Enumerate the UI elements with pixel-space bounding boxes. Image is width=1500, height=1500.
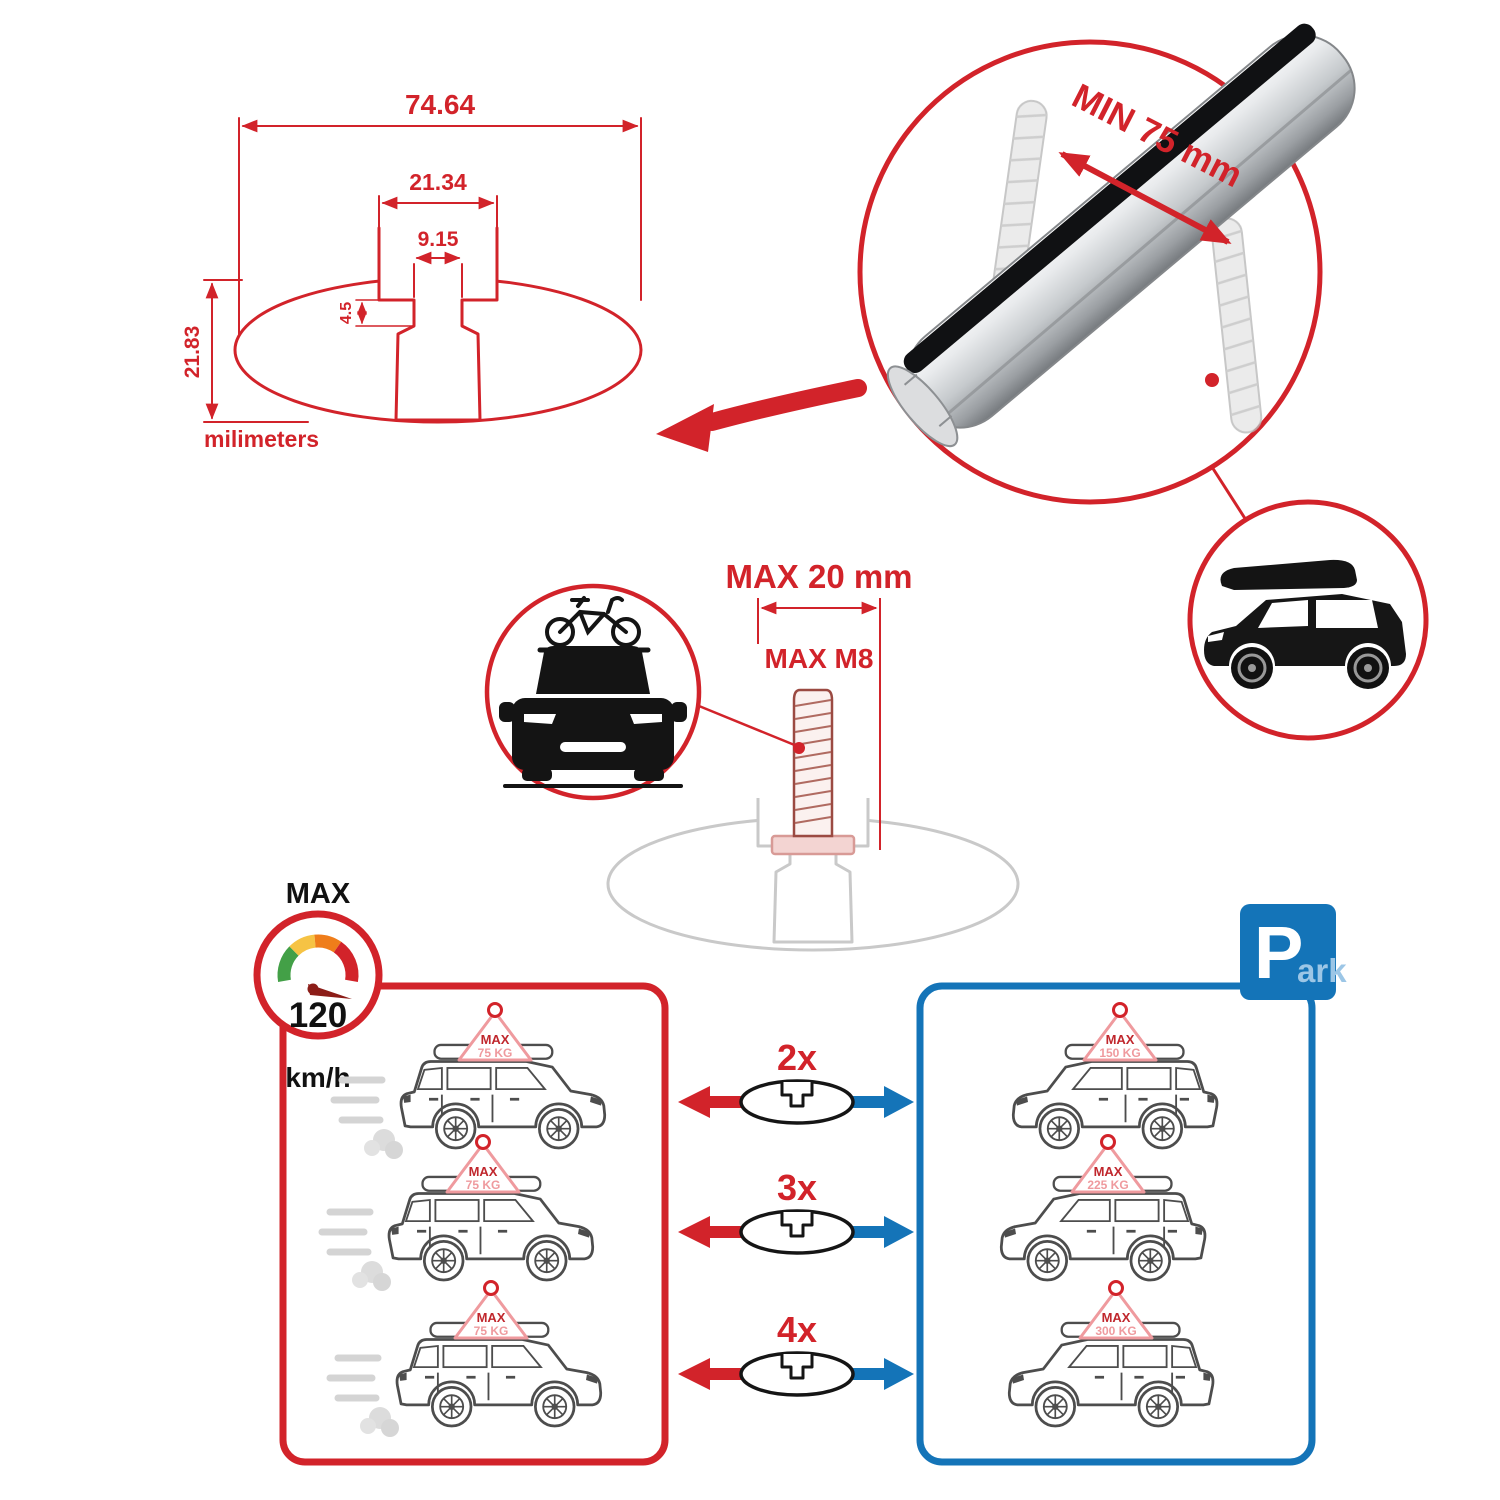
- speed-limit-gauge: MAX 120 km/h: [253, 878, 383, 1093]
- profile-slot-fill: [379, 228, 497, 420]
- bumper-slot: [560, 742, 626, 752]
- car-window-front: [1258, 600, 1308, 628]
- mirror-left: [499, 702, 515, 722]
- sign-max-label: MAX: [1106, 1032, 1135, 1047]
- load-sign-driving-row1: MAX 75 KG: [457, 1002, 533, 1062]
- bolt-spec-diagram: MAX 20 mm MAX M8: [606, 558, 1020, 952]
- load-sign-parked-row2: MAX 225 KG: [1070, 1134, 1146, 1194]
- dim-total-width-value: 74.64: [405, 89, 475, 120]
- arrow-left-row2: [678, 1216, 800, 1248]
- min-span-arrow: [1058, 151, 1232, 245]
- car-roofbox-badge: [1187, 499, 1429, 741]
- crossbar-section-icon-row3: [739, 1351, 855, 1397]
- car-cabin: [536, 646, 650, 694]
- gauge-arc-segments: [277, 934, 359, 983]
- sign-load-value: 75 KG: [474, 1324, 509, 1338]
- gauge-ring: [253, 910, 383, 1040]
- sign-load-value: 225 KG: [1087, 1178, 1128, 1192]
- speed-value: 120: [289, 996, 347, 1035]
- sign-max-label: MAX: [1094, 1164, 1123, 1179]
- mirror-right: [671, 702, 687, 722]
- roofbox-car-illustration: [1204, 559, 1406, 689]
- sign-load-value: 150 KG: [1099, 1046, 1140, 1060]
- faded-slot-fill: [758, 798, 868, 942]
- sign-hook-icon: [1112, 1002, 1128, 1018]
- sign-hook-icon: [487, 1002, 503, 1018]
- driving-cars: MAX 75 KG MAX 75 KG MAX 75 KG: [322, 1002, 605, 1438]
- load-sign-driving-row2: MAX 75 KG: [445, 1134, 521, 1194]
- bolt-shank: [792, 688, 834, 838]
- bar-count-row3: 4x: [777, 1309, 817, 1350]
- sign-load-value: 75 KG: [466, 1178, 501, 1192]
- dim-channel-value: 21.34: [409, 169, 467, 195]
- parking-sign: P ark: [1240, 904, 1347, 1000]
- sign-max-label: MAX: [1102, 1310, 1131, 1325]
- load-sign-parked-row1: MAX 150 KG: [1082, 1002, 1158, 1062]
- bar-closeup: MIN 75 mm: [857, 23, 1356, 521]
- crossbar-section-icon-row2: [739, 1209, 855, 1255]
- roof-box: [1220, 559, 1357, 590]
- tire-left: [522, 768, 552, 781]
- load-sign-driving-row3: MAX 75 KG: [453, 1280, 529, 1340]
- clamp-dot: [1205, 373, 1219, 387]
- bolt-flange: [770, 834, 856, 856]
- bar-count-row1: 2x: [777, 1037, 817, 1078]
- connector-line-from-car: [698, 704, 798, 748]
- gauge-needle: [308, 984, 352, 999]
- arrow-left-row1: [678, 1086, 800, 1118]
- profile-dimension-diagram: 74.64 21.34 9.15 4.5 21.83 milimeters: [181, 89, 643, 452]
- sign-hook-icon: [1100, 1134, 1116, 1150]
- sign-max-label: MAX: [481, 1032, 510, 1047]
- car-front-illustration: [499, 646, 687, 788]
- tire-right: [634, 768, 664, 781]
- car-window-rear: [1316, 600, 1378, 628]
- load-sign-parked-row3: MAX 300 KG: [1078, 1280, 1154, 1340]
- bar-count-row2: 3x: [777, 1167, 817, 1208]
- speed-max-label: MAX: [286, 878, 351, 910]
- parking-sign-rest: ark: [1297, 952, 1347, 989]
- connector-line-to-car: [1210, 466, 1248, 521]
- sign-hook-icon: [483, 1280, 499, 1296]
- dim-height-value: 21.83: [181, 326, 204, 379]
- headlight-right: [630, 714, 662, 724]
- gauge-pivot: [307, 983, 319, 995]
- parking-sign-letter: P: [1254, 911, 1303, 994]
- sign-max-label: MAX: [469, 1164, 498, 1179]
- bolt-max-thread-label: MAX M8: [765, 643, 874, 674]
- dim-lip-value: 4.5: [338, 302, 355, 324]
- sign-max-label: MAX: [477, 1310, 506, 1325]
- parking-sign-board: [1240, 904, 1336, 1000]
- bar-count-arrows: 2x 3x 4x: [678, 1037, 914, 1397]
- sign-load-value: 300 KG: [1095, 1324, 1136, 1338]
- sign-hook-icon: [475, 1134, 491, 1150]
- dim-slot-value: 9.15: [418, 228, 459, 251]
- car-front-badge: [484, 583, 702, 801]
- sign-load-value: 75 KG: [478, 1046, 513, 1060]
- parked-cars: MAX 150 KG MAX 225 KG MAX 300 KG: [1001, 1002, 1217, 1427]
- headlight-left: [524, 714, 556, 724]
- sign-hook-icon: [1108, 1280, 1124, 1296]
- bolt-threads: [794, 699, 832, 824]
- units-label: milimeters: [204, 426, 319, 452]
- headlight: [1208, 632, 1224, 642]
- bolt-max-length-label: MAX 20 mm: [725, 558, 912, 595]
- crossbar-section-icon-row1: [739, 1079, 855, 1125]
- arrow-left-row3: [678, 1358, 800, 1390]
- closeup-pointer-arrow: [656, 379, 867, 452]
- car-front-body: [512, 698, 674, 770]
